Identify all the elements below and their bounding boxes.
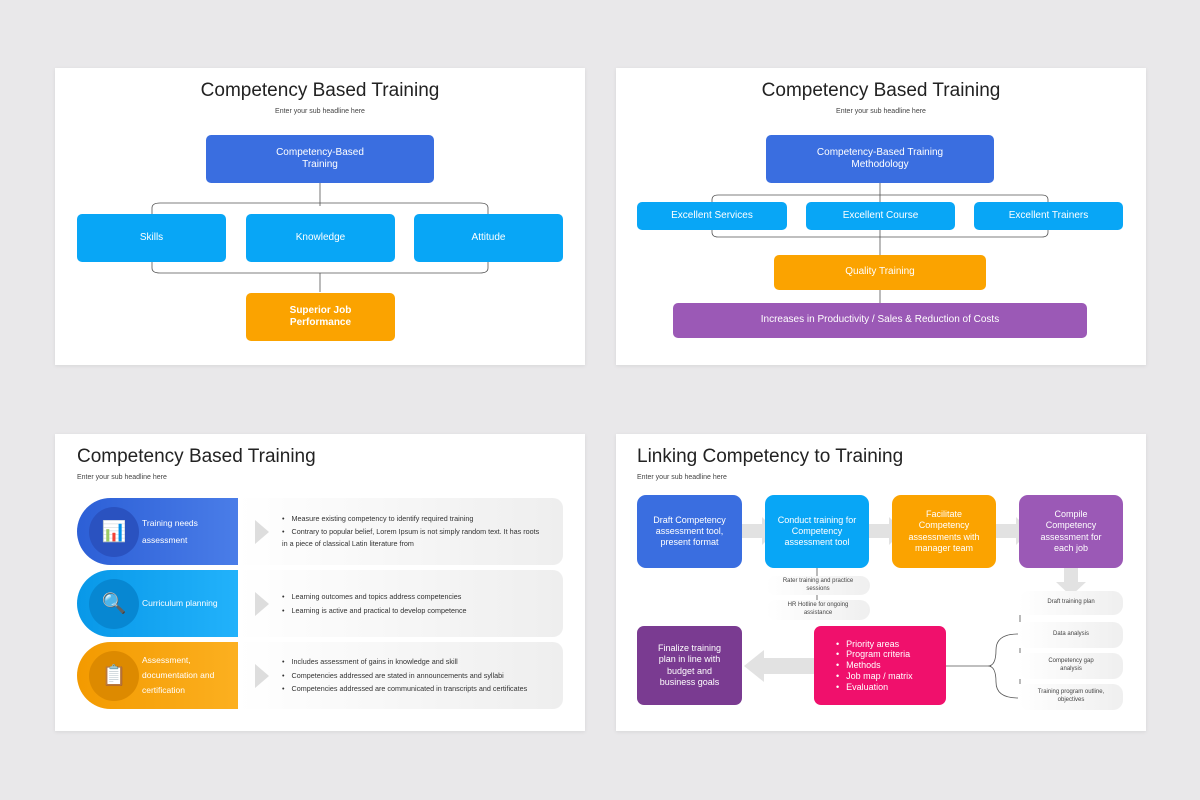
- focus-item: Evaluation: [836, 682, 913, 693]
- slide-title: Competency Based Training: [77, 446, 316, 467]
- plan-step: Data analysis: [1019, 622, 1123, 648]
- knowledge-box: Knowledge: [246, 214, 395, 262]
- final-box: Finalize training plan in line with budg…: [637, 626, 742, 705]
- top-box: Competency-Based Training Methodology: [766, 135, 994, 183]
- row-label: Curriculum planning: [142, 598, 218, 609]
- bullet: Competencies addressed are stated in ann…: [282, 669, 563, 683]
- slide-subtitle: Enter your sub headline here: [275, 108, 365, 115]
- quality-box: Quality Training: [774, 255, 986, 290]
- slide-subtitle: Enter your sub headline here: [77, 474, 167, 481]
- slide-subtitle: Enter your sub headline here: [836, 108, 926, 115]
- attitude-box: Attitude: [414, 214, 563, 262]
- outcome-box: Increases in Productivity / Sales & Redu…: [673, 303, 1087, 338]
- row-1-label: 📊 Training needs assessment: [77, 498, 238, 565]
- bullet: Contrary to popular belief, Lorem Ipsum …: [282, 526, 563, 550]
- row-3-label: 📋 Assessment, documentation and certific…: [77, 642, 238, 709]
- slide-subtitle: Enter your sub headline here: [637, 474, 727, 481]
- arrow-icon: [255, 520, 269, 544]
- training-note: Rater training and practice sessions: [766, 576, 870, 595]
- step-4-box: Compile Competency assessment for each j…: [1019, 495, 1123, 568]
- bullet: Measure existing competency to identify …: [282, 512, 563, 526]
- curriculum-icon: 🔍: [89, 579, 139, 629]
- row-label: Training needs assessment: [142, 518, 198, 545]
- slide-3: Competency Based Training Enter your sub…: [55, 434, 585, 731]
- focus-item: Job map / matrix: [836, 671, 913, 682]
- bullet: Learning outcomes and topics address com…: [282, 590, 563, 604]
- top-box: Competency-Based Training: [206, 135, 434, 183]
- row-2-details: Learning outcomes and topics address com…: [238, 570, 563, 637]
- focus-item: Priority areas: [836, 639, 913, 650]
- plan-step: Competency gap analysis: [1019, 653, 1123, 679]
- slide-1: Competency Based Training Enter your sub…: [55, 68, 585, 365]
- slide-title: Competency Based Training: [761, 80, 1001, 101]
- course-box: Excellent Course: [806, 202, 955, 230]
- slide-4: Linking Competency to Training Enter you…: [616, 434, 1146, 731]
- slide-2: Competency Based Training Enter your sub…: [616, 68, 1146, 365]
- plan-step: Draft training plan: [1019, 591, 1123, 615]
- focus-item: Program criteria: [836, 649, 913, 660]
- row-2-label: 🔍 Curriculum planning: [77, 570, 238, 637]
- focus-box: Priority areas Program criteria Methods …: [814, 626, 946, 705]
- row-1-details: Measure existing competency to identify …: [238, 498, 563, 565]
- bullet: Competencies addressed are communicated …: [282, 682, 563, 696]
- step-1-box: Draft Competency assessment tool, presen…: [637, 495, 742, 568]
- training-note: HR Hotline for ongoing assistance: [766, 600, 870, 620]
- services-box: Excellent Services: [637, 202, 787, 230]
- slide-title: Linking Competency to Training: [637, 446, 904, 467]
- step-2-box: Conduct training for Competency assessme…: [765, 495, 869, 568]
- bottom-box: Superior Job Performance: [246, 293, 395, 341]
- row-3-details: Includes assessment of gains in knowledg…: [238, 642, 563, 709]
- checklist-icon: 📋: [89, 651, 139, 701]
- bullet: Includes assessment of gains in knowledg…: [282, 655, 563, 669]
- step-3-box: Facilitate Competency assessments with m…: [892, 495, 996, 568]
- slide-title: Competency Based Training: [200, 80, 440, 101]
- skills-box: Skills: [77, 214, 226, 262]
- arrow-icon: [255, 592, 269, 616]
- trainers-box: Excellent Trainers: [974, 202, 1123, 230]
- row-label: Assessment, documentation and certificat…: [142, 655, 215, 695]
- focus-item: Methods: [836, 660, 913, 671]
- arrow-icon: [255, 664, 269, 688]
- plan-step: Training program outline, objectives: [1019, 684, 1123, 710]
- analysis-icon: 📊: [89, 507, 139, 557]
- bullet: Learning is active and practical to deve…: [282, 604, 563, 618]
